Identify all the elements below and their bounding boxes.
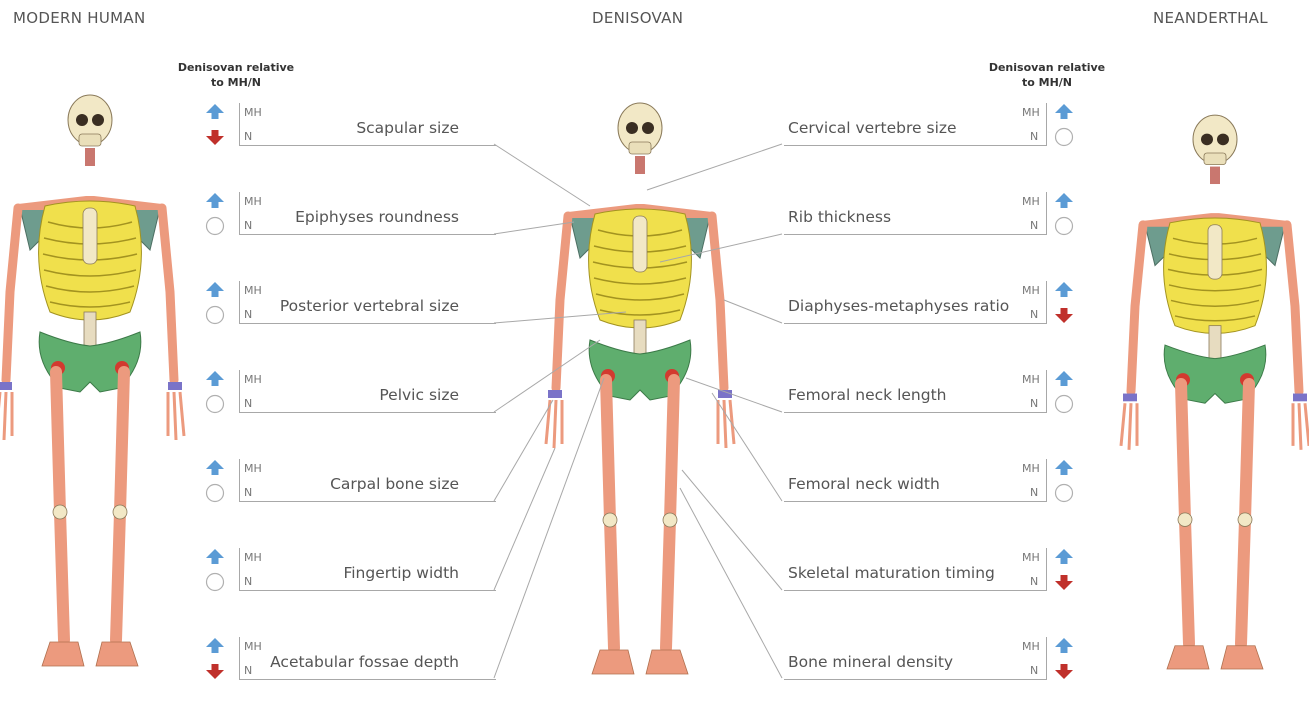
trait-label: Pelvic size xyxy=(379,386,459,404)
up-arrow-icon xyxy=(205,459,225,479)
trait-label: Skeletal maturation timing xyxy=(788,564,995,582)
n-label: N xyxy=(244,575,252,588)
mh-label: MH xyxy=(244,640,262,653)
circle-icon xyxy=(1054,483,1074,503)
up-arrow-icon xyxy=(205,370,225,390)
n-label: N xyxy=(1030,397,1038,410)
trait-label: Epiphyses roundness xyxy=(295,208,459,226)
n-label: N xyxy=(1030,486,1038,499)
up-arrow-icon xyxy=(205,103,225,123)
n-label: N xyxy=(1030,130,1038,143)
n-label: N xyxy=(244,664,252,677)
trait-label: Carpal bone size xyxy=(330,475,459,493)
circle-icon xyxy=(205,305,225,325)
up-arrow-icon xyxy=(1054,192,1074,212)
circle-icon xyxy=(1054,127,1074,147)
trait-label: Cervical vertebre size xyxy=(788,119,957,137)
mh-label: MH xyxy=(1022,195,1040,208)
mh-label: MH xyxy=(244,373,262,386)
circle-icon xyxy=(205,572,225,592)
down-arrow-icon xyxy=(1054,305,1074,325)
circle-icon xyxy=(205,394,225,414)
down-arrow-icon xyxy=(205,661,225,681)
n-label: N xyxy=(1030,575,1038,588)
up-arrow-icon xyxy=(1054,103,1074,123)
up-arrow-icon xyxy=(205,192,225,212)
mh-label: MH xyxy=(1022,640,1040,653)
circle-icon xyxy=(205,483,225,503)
mh-label: MH xyxy=(244,462,262,475)
neanderthal-skeleton xyxy=(1121,115,1309,669)
trait-label: Femoral neck width xyxy=(788,475,940,493)
circle-icon xyxy=(1054,216,1074,236)
mh-label: MH xyxy=(1022,284,1040,297)
trait-label: Fingertip width xyxy=(343,564,459,582)
n-label: N xyxy=(1030,219,1038,232)
up-arrow-icon xyxy=(205,548,225,568)
up-arrow-icon xyxy=(1054,637,1074,657)
denisovan-skeleton xyxy=(546,103,734,674)
n-label: N xyxy=(244,130,252,143)
n-label: N xyxy=(244,219,252,232)
up-arrow-icon xyxy=(1054,459,1074,479)
trait-label: Scapular size xyxy=(356,119,459,137)
mh-label: MH xyxy=(244,106,262,119)
up-arrow-icon xyxy=(205,637,225,657)
mh-label: MH xyxy=(244,195,262,208)
mh-label: MH xyxy=(1022,462,1040,475)
n-label: N xyxy=(244,308,252,321)
circle-icon xyxy=(205,216,225,236)
down-arrow-icon xyxy=(1054,661,1074,681)
up-arrow-icon xyxy=(205,281,225,301)
trait-label: Femoral neck length xyxy=(788,386,946,404)
trait-label: Bone mineral density xyxy=(788,653,953,671)
trait-label: Rib thickness xyxy=(788,208,891,226)
circle-icon xyxy=(1054,394,1074,414)
mh-label: MH xyxy=(244,284,262,297)
n-label: N xyxy=(1030,308,1038,321)
trait-label: Acetabular fossae depth xyxy=(270,653,459,671)
trait-label: Diaphyses-metaphyses ratio xyxy=(788,297,1009,315)
mh-label: MH xyxy=(1022,551,1040,564)
up-arrow-icon xyxy=(1054,548,1074,568)
mh-label: MH xyxy=(1022,373,1040,386)
skeleton-diagram xyxy=(0,0,1309,682)
up-arrow-icon xyxy=(1054,370,1074,390)
n-label: N xyxy=(1030,664,1038,677)
up-arrow-icon xyxy=(1054,281,1074,301)
mh-label: MH xyxy=(244,551,262,564)
down-arrow-icon xyxy=(205,127,225,147)
mh-label: MH xyxy=(1022,106,1040,119)
n-label: N xyxy=(244,486,252,499)
n-label: N xyxy=(244,397,252,410)
trait-label: Posterior vertebral size xyxy=(280,297,459,315)
down-arrow-icon xyxy=(1054,572,1074,592)
modern-human-skeleton xyxy=(0,95,184,666)
